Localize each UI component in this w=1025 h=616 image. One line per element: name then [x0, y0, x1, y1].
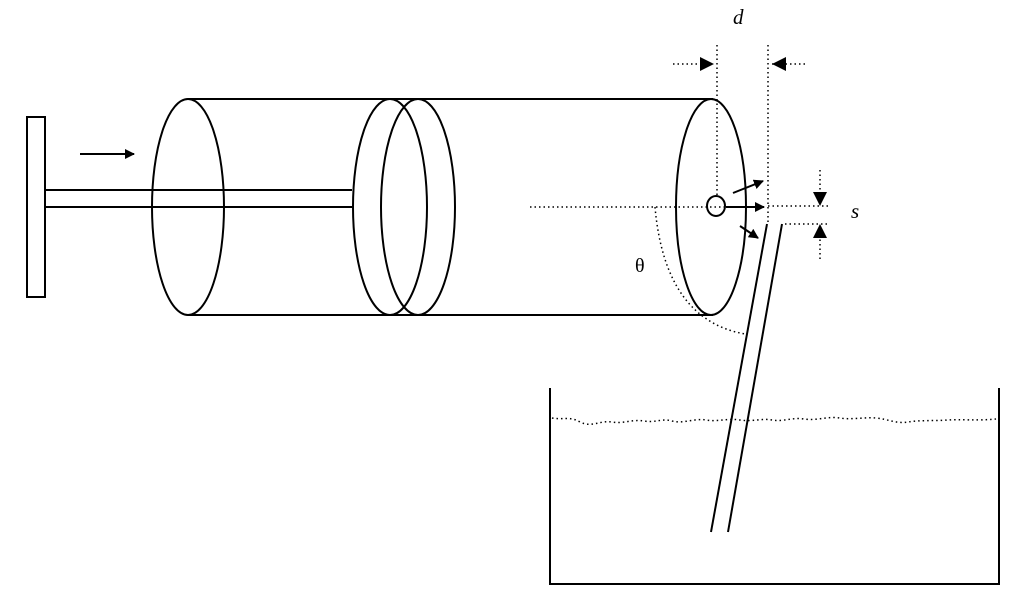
label-theta: θ [635, 255, 645, 277]
label-s: s [851, 199, 859, 223]
plunger-rod [45, 189, 352, 208]
d-dimension [673, 45, 808, 222]
piston-seal [352, 98, 456, 316]
syringe-barrel [151, 98, 713, 316]
inclined-tube [710, 223, 783, 533]
plunger-thumb-plate [26, 116, 46, 298]
liquid-surface [551, 416, 997, 425]
barrel-back-end [151, 98, 225, 316]
liquid-container [549, 388, 1000, 585]
nozzle-hole [706, 195, 726, 217]
jet-arrows [726, 179, 765, 239]
label-d: d [733, 5, 744, 29]
s-dimension [768, 170, 830, 262]
